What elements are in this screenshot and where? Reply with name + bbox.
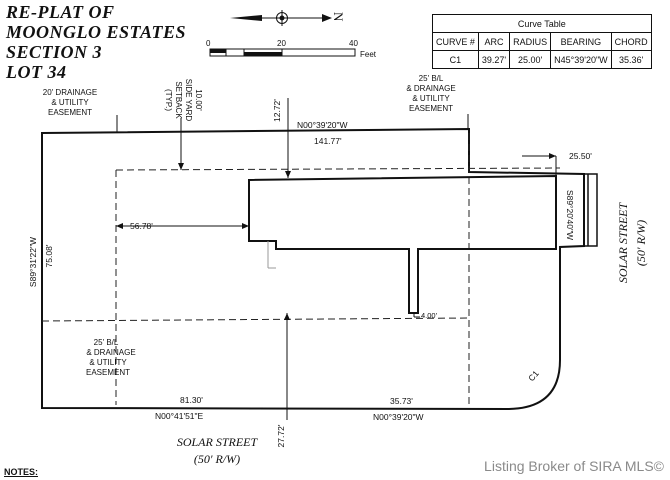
bearing-label: N00°39'20"W — [297, 120, 348, 130]
notes-label: NOTES: — [4, 467, 39, 477]
curve-table-header: ARC — [477, 32, 511, 51]
easement-label: & UTILITY — [51, 98, 89, 107]
curve-table: Curve Table CURVE # ARC RADIUS BEARING C… — [432, 14, 652, 69]
title-line-2: MOONGLO ESTATES — [6, 22, 187, 42]
title-line-3: SECTION 3 — [6, 42, 103, 62]
easement-label: EASEMENT — [86, 368, 130, 377]
lot-boundary — [41, 127, 585, 411]
easement-label: EASEMENT — [409, 104, 453, 113]
easement-label: & DRAINAGE — [406, 84, 455, 93]
street-right-of-way: (50' R/W) — [194, 452, 240, 466]
street-name: SOLAR STREET — [616, 202, 630, 284]
dimension-label: 56.78' — [130, 221, 153, 231]
distance-label: 35.73' — [390, 396, 413, 406]
scale-tick-label: 40 — [349, 39, 358, 48]
easement-label: 20' DRAINAGE — [43, 88, 97, 97]
easement-label: & DRAINAGE — [86, 348, 135, 357]
street-right-of-way: (50' R/W) — [634, 220, 648, 266]
easement-label: 25' B/L — [419, 74, 444, 83]
table-row: C1 39.27' 25.00' N45°39'20"W 35.36' — [432, 50, 652, 69]
easement-label: & UTILITY — [412, 94, 450, 103]
scale-tick-label: 20 — [277, 39, 286, 48]
plat-title: RE-PLAT OF MOONGLO ESTATES SECTION 3 LOT… — [6, 2, 186, 82]
bearing-label: S89°20'40"W — [565, 190, 575, 240]
distance-label: 81.30' — [180, 395, 203, 405]
scale-tick-label: 0 — [206, 39, 211, 48]
bearing-label: N00°41'51"E — [155, 411, 204, 421]
setback-lines — [41, 133, 561, 405]
easement-label: EASEMENT — [48, 108, 92, 117]
bearing-label: S89°31'22"W — [28, 237, 38, 287]
setback-label: SETBACK — [174, 81, 183, 119]
distance-label: 141.77' — [314, 136, 342, 146]
scale-unit-label: Feet — [360, 50, 377, 59]
dimension-label: 4.00' — [421, 311, 438, 320]
listing-watermark: Listing Broker of SIRA MLS© — [484, 458, 664, 474]
curve-table-cell: 39.27' — [477, 50, 511, 69]
scale-bar — [209, 48, 356, 57]
north-arrow-icon — [230, 10, 332, 26]
curve-table-cell: 35.36' — [610, 50, 652, 69]
driveway-stub — [583, 173, 598, 247]
bearing-label: N00°39'20"W — [373, 412, 424, 422]
curve-table-cell: 25.00' — [509, 50, 552, 69]
curve-label: C1 — [526, 368, 541, 383]
title-line-4: LOT 34 — [6, 62, 67, 82]
setback-label: 10.00' — [194, 89, 203, 111]
house-footprint — [248, 174, 557, 314]
setback-label: (TYP.) — [164, 89, 173, 111]
dimension-label: 12.72' — [272, 99, 282, 122]
dimension-label: 25.50' — [569, 151, 592, 161]
easement-label: & UTILITY — [89, 358, 127, 367]
setback-label: SIDE YARD — [184, 79, 193, 122]
easement-label: 25' B/L — [94, 338, 119, 347]
curve-table-cell: N45°39'20"W — [550, 50, 612, 69]
street-name: SOLAR STREET — [177, 435, 259, 449]
north-label: N — [331, 12, 346, 22]
dimension-lines — [116, 98, 557, 420]
dimension-label: 27.72' — [276, 424, 286, 447]
title-line-1: RE-PLAT OF — [6, 2, 115, 22]
distance-label: 75.08' — [44, 244, 54, 267]
